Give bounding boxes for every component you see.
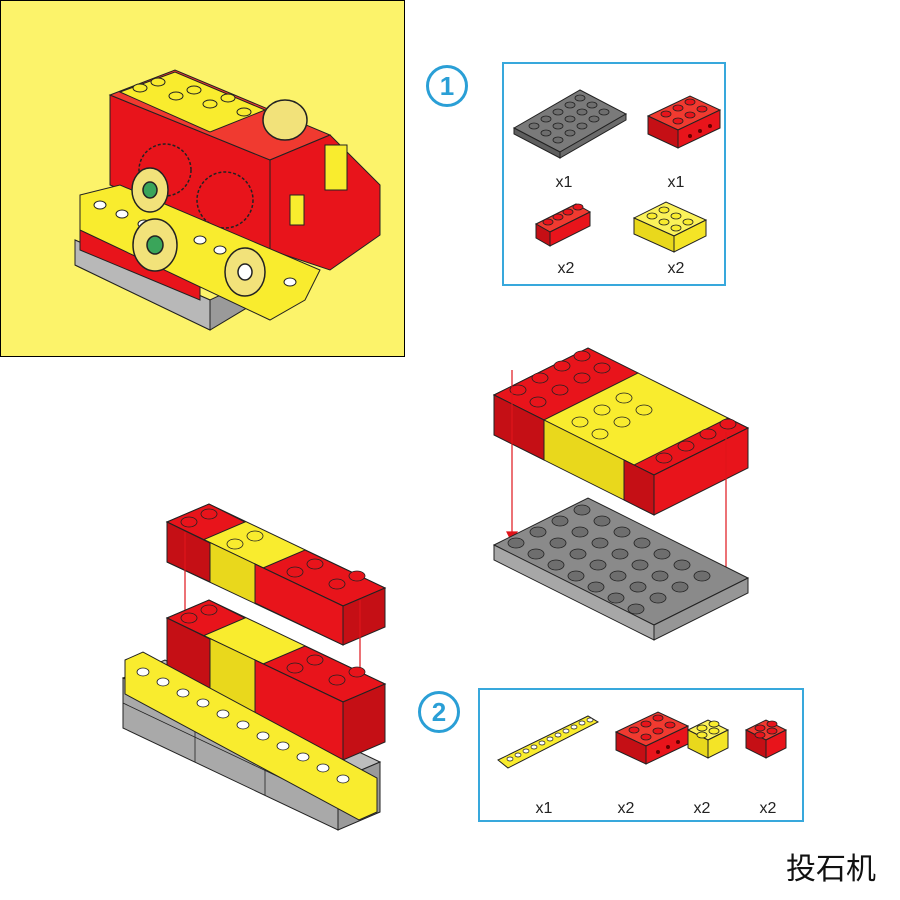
red-brick-2x2-icon — [744, 719, 788, 759]
yellow-brick-2x4-icon — [632, 201, 708, 253]
step-1-number: 1 — [426, 65, 468, 107]
step-1-part-1-qty: x1 — [555, 174, 573, 191]
step-2-part-4-qty: x2 — [759, 800, 777, 817]
step-1-part-4-qty: x2 — [667, 260, 685, 277]
yellow-brick-2x2-icon — [686, 719, 730, 759]
step-2-part-1-qty: x1 — [535, 800, 553, 817]
red-brick-1x4-icon — [534, 203, 592, 247]
step-2-part-2-qty: x2 — [617, 800, 635, 817]
model-title: 投石机 — [786, 852, 876, 887]
yellow-beam-11-icon — [497, 715, 600, 769]
step-2-number: 2 — [418, 691, 460, 733]
gray-plate-4x8-icon — [512, 89, 628, 159]
step-1-part-2-qty: x1 — [667, 174, 685, 191]
step-1-parts-box: x1 x1 x2 x2 — [502, 62, 726, 286]
red-brick-2x4-holes-icon — [646, 95, 722, 149]
cover-panel: 投石机 — [0, 0, 876, 887]
step-2-part-3-qty: x2 — [693, 800, 711, 817]
step-2-parts-box: x1 x2 x2 x2 — [478, 688, 804, 822]
catapult-model-illustration — [74, 69, 381, 331]
step-1-assembly-illustration — [492, 347, 750, 641]
red-brick-2x4-holes-icon — [614, 711, 690, 765]
step-1-part-3-qty: x2 — [557, 260, 575, 277]
step-2-assembly-illustration — [121, 503, 387, 831]
